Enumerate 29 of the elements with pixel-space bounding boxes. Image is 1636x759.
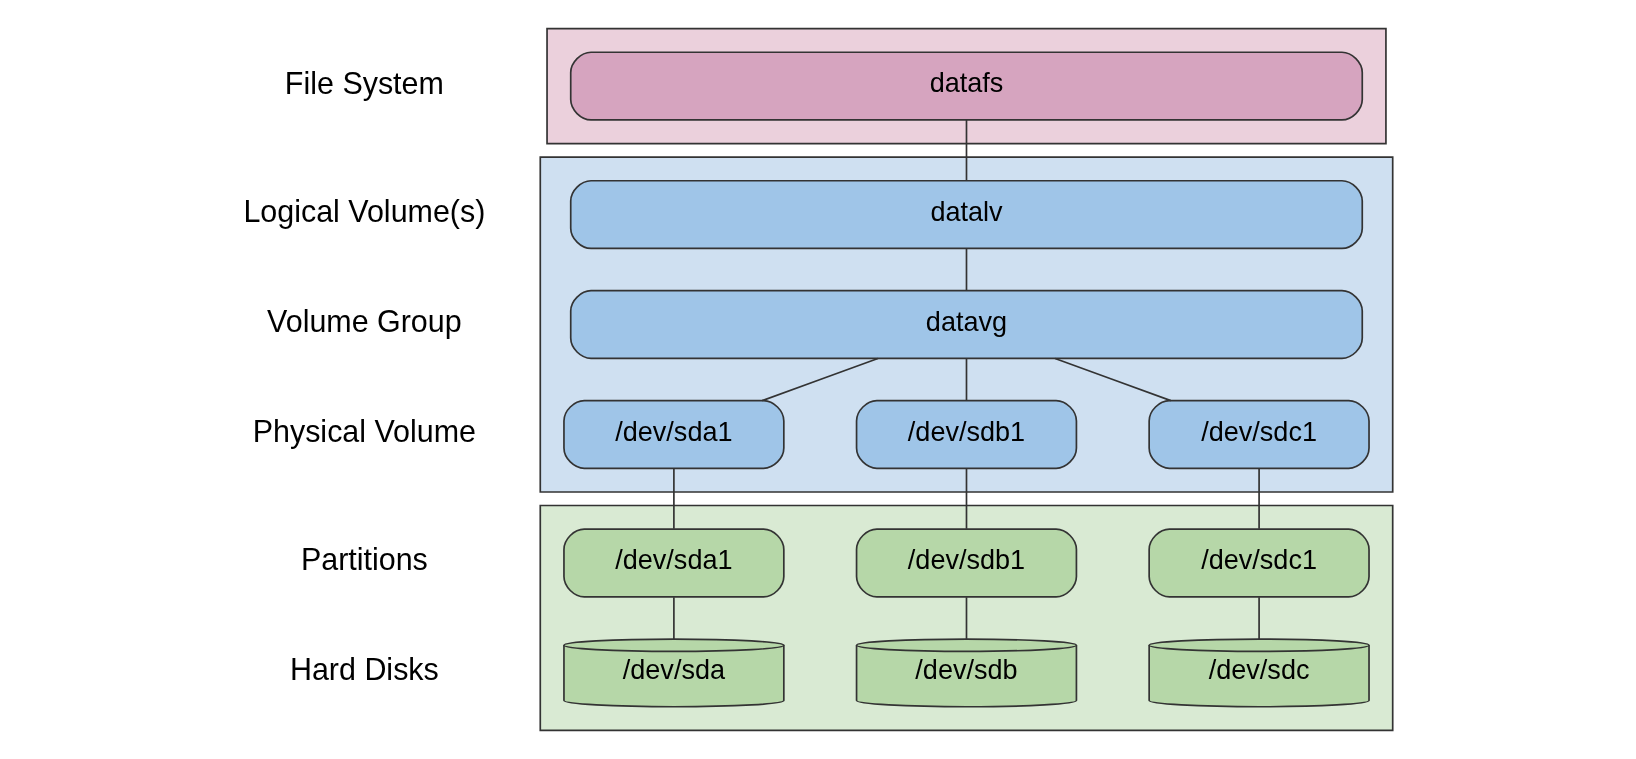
node-box: /dev/sdb1 [855, 528, 1077, 598]
connector [760, 357, 879, 402]
connector [1257, 467, 1260, 530]
cluster [538, 156, 1394, 493]
label: Logical Volume(s) [242, 194, 485, 229]
connector [1257, 596, 1260, 640]
node-box: datalv [569, 179, 1363, 250]
label: Partitions [300, 542, 428, 577]
node-box: /dev/sdb1 [855, 399, 1077, 470]
node-box: /dev/sdc1 [1147, 528, 1370, 598]
connector [965, 248, 967, 292]
cluster [545, 27, 1387, 145]
connector [1053, 357, 1172, 402]
label: Hard Disks [289, 652, 439, 687]
connector [672, 596, 675, 640]
label: Volume Group [266, 303, 462, 338]
cluster [538, 504, 1394, 732]
connector [672, 467, 675, 530]
node-box: datavg [569, 289, 1363, 360]
node-box: datafs [569, 51, 1363, 121]
node-box: /dev/sda1 [562, 399, 785, 470]
connector [965, 467, 967, 530]
connector [965, 357, 967, 402]
label: File System [284, 65, 444, 100]
connector [965, 119, 967, 182]
node-box: /dev/sda1 [562, 528, 785, 598]
node-box: /dev/sdc1 [1147, 399, 1370, 470]
label: Physical Volume [252, 413, 476, 448]
connector [965, 596, 967, 640]
